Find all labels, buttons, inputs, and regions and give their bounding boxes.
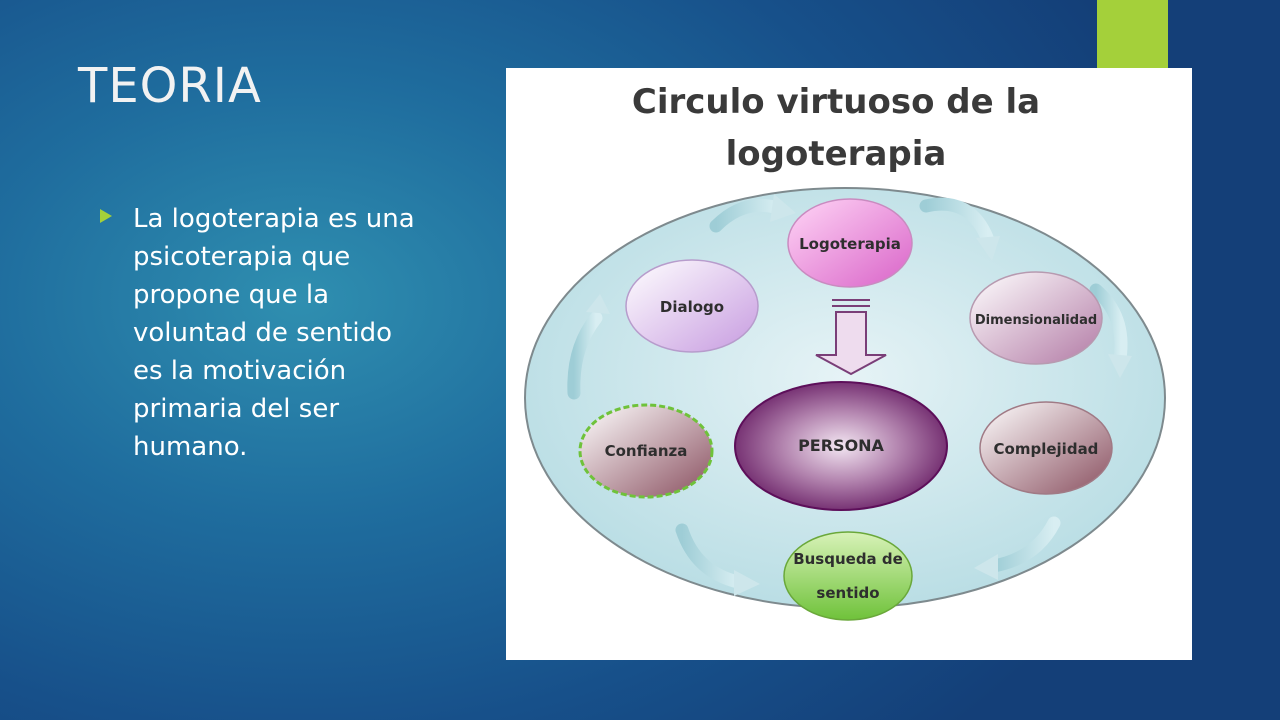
down-arrow-icon (815, 299, 887, 376)
accent-bar (1097, 0, 1168, 68)
cycle-arrow-head-icon (734, 570, 760, 596)
diagram-svg: Circulo virtuoso de la logoterapia Logot… (524, 82, 1166, 621)
node-busqueda-label-line2: sentido (816, 584, 879, 602)
cycle-arrow-head-icon (976, 236, 1000, 261)
cycle-arrow-icon (919, 197, 995, 247)
cycle-arrow-icon (987, 516, 1061, 573)
node-persona (734, 381, 948, 511)
diagram-title-line1: Circulo virtuoso de la (632, 82, 1040, 122)
node-dimensionalidad-label: Dimensionalidad (975, 313, 1097, 328)
node-logoterapia (787, 198, 913, 288)
node-persona-label: PERSONA (798, 436, 884, 455)
cycle-arrow-head-icon (974, 554, 998, 580)
node-confianza (578, 403, 714, 499)
node-logoterapia-label: Logoterapia (799, 235, 901, 253)
cycle-arrow-head-icon (770, 194, 796, 222)
cycle-arrow-head-icon (586, 294, 610, 314)
cycle-arrow-icon (1089, 283, 1128, 365)
diagram-panel: Circulo virtuoso de la logoterapia Logot… (506, 68, 1192, 660)
bullet-arrow-icon (100, 209, 112, 223)
diagram-title-line2: logoterapia (726, 134, 947, 174)
cycle-arrow-icon (709, 198, 785, 233)
node-complejidad (979, 401, 1113, 495)
slide-title: TEORIA (78, 58, 262, 114)
bullet-text: La logoterapia es una psicoterapia que p… (133, 204, 415, 462)
node-dimensionalidad (969, 271, 1103, 365)
node-dialogo (625, 259, 759, 353)
cycle-arrow-icon (567, 311, 603, 400)
node-busqueda-label-line1: Busqueda de (793, 550, 903, 568)
cycle-arrow-head-icon (1108, 354, 1132, 378)
node-complejidad-label: Complejidad (994, 440, 1099, 458)
cycle-arrow-icon (675, 523, 745, 589)
node-busqueda (783, 531, 913, 621)
node-dialogo-label: Dialogo (660, 298, 724, 316)
node-confianza-label: Confianza (605, 442, 688, 460)
